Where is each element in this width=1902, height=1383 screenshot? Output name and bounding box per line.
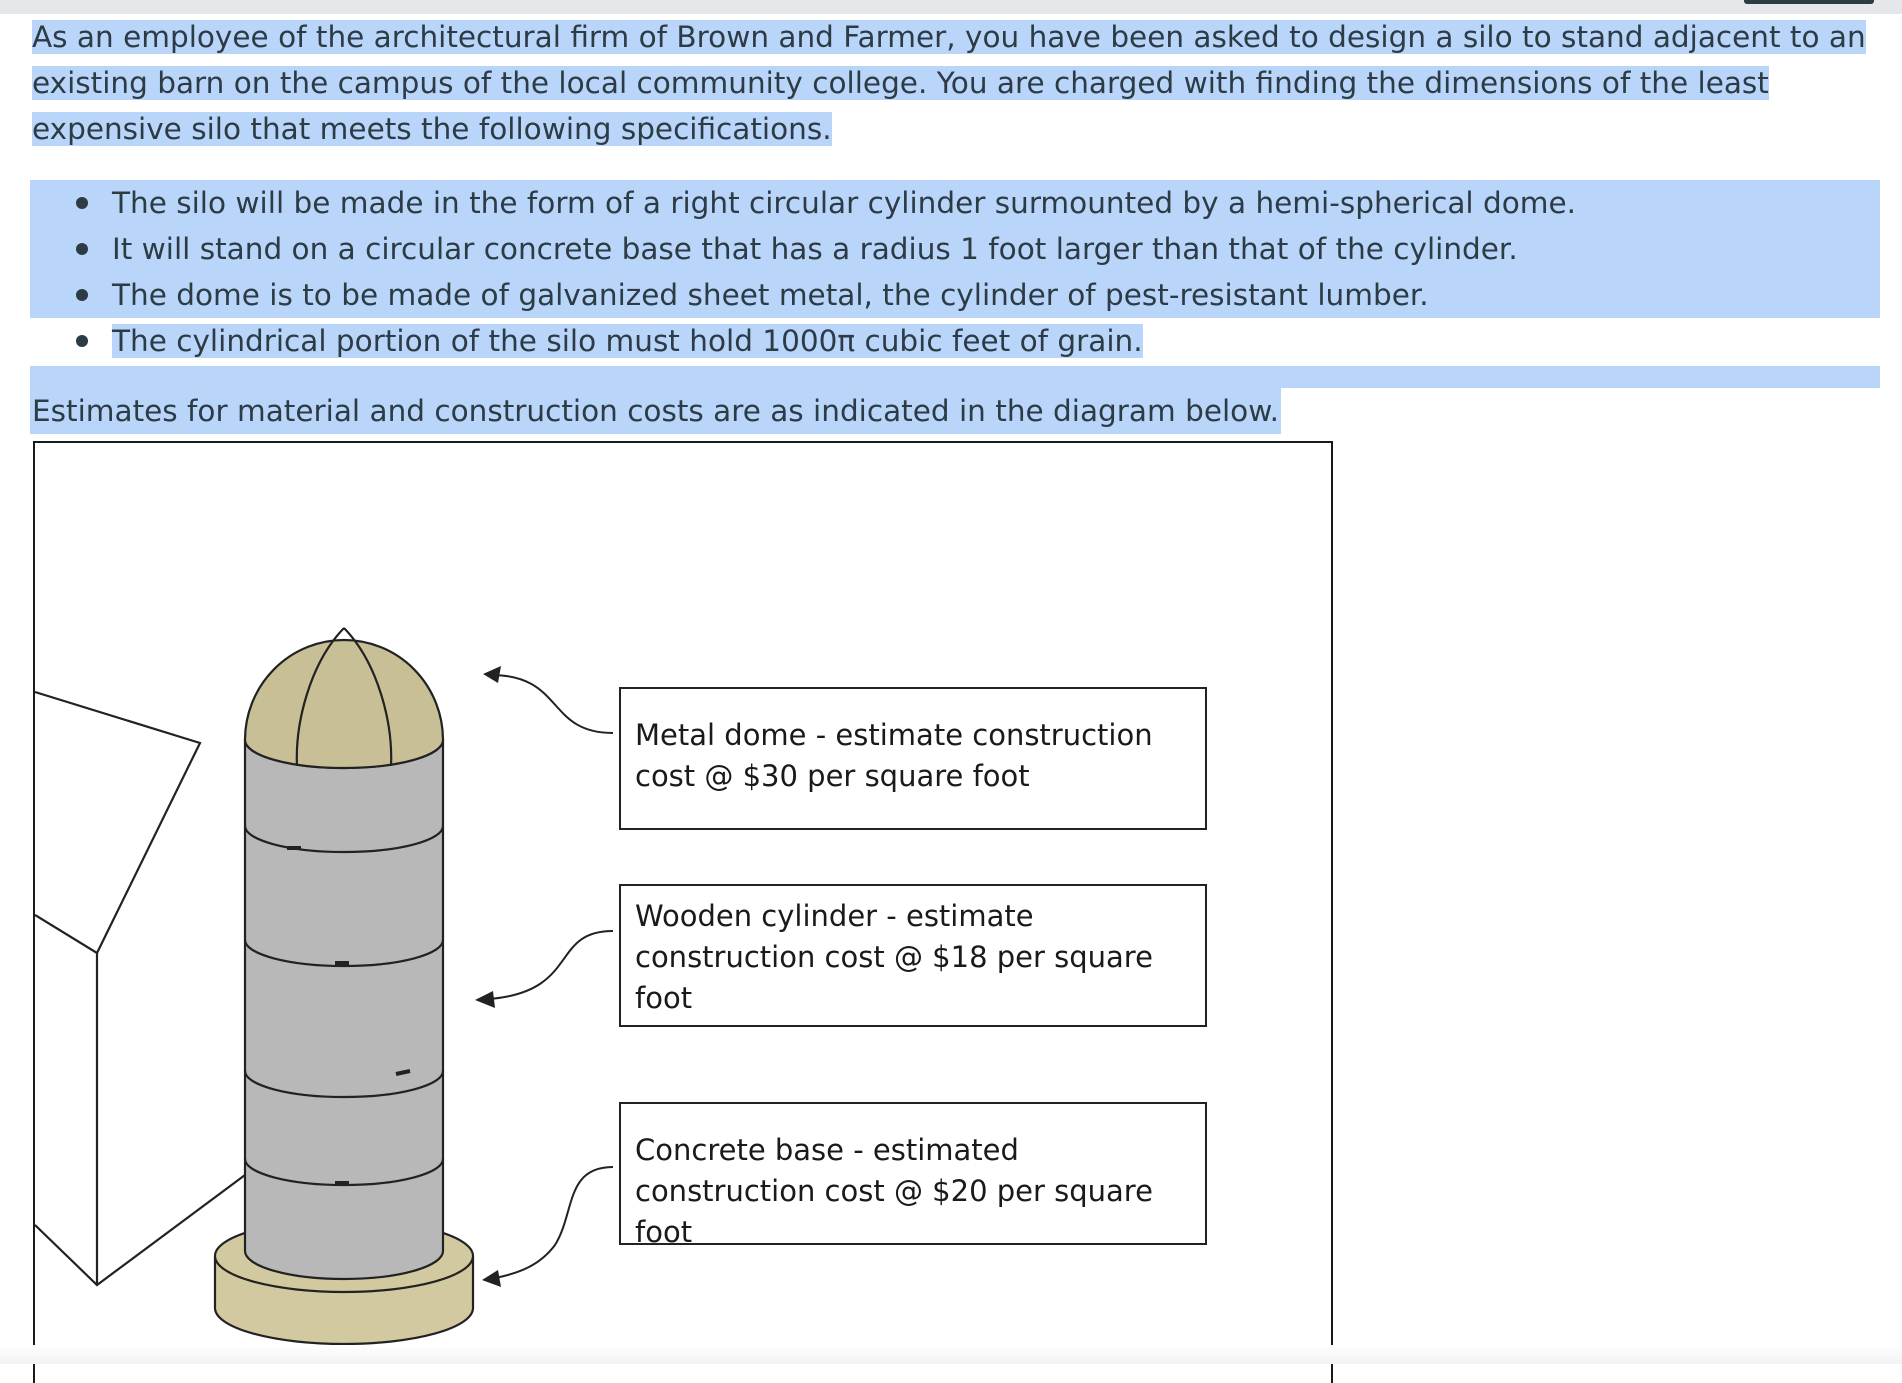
selection-gap: [30, 366, 1880, 388]
top-tab: [1744, 0, 1874, 4]
list-item-text: It will stand on a circular concrete bas…: [112, 232, 1518, 266]
base-cost-label: Concrete base - estimated construction c…: [619, 1102, 1207, 1249]
closing-paragraph: Estimates for material and construction …: [30, 388, 1282, 434]
list-item-text: The silo will be made in the form of a r…: [112, 186, 1577, 220]
wooden-cylinder: [243, 738, 445, 1281]
metal-dome: [243, 627, 445, 770]
barn-outline: [35, 690, 246, 1287]
cylinder-cost-text: Wooden cylinder - estimate construction …: [635, 899, 1153, 1015]
list-item: The silo will be made in the form of a r…: [30, 180, 1880, 226]
connector-arrows: [486, 673, 614, 1279]
dome-cost-text: Metal dome - estimate construction cost …: [635, 718, 1153, 793]
list-item: The dome is to be made of galvanized she…: [30, 272, 1880, 318]
bullet-icon: [76, 335, 88, 347]
bullet-icon: [76, 243, 88, 255]
list-item: It will stand on a circular concrete bas…: [30, 226, 1880, 272]
bullet-icon: [76, 289, 88, 301]
bottom-edge: [0, 1345, 1902, 1364]
cylinder-cost-label: Wooden cylinder - estimate construction …: [619, 884, 1207, 1027]
base-cost-text: Concrete base - estimated construction c…: [635, 1133, 1153, 1249]
top-bar: [0, 0, 1902, 14]
list-item-text: The dome is to be made of galvanized she…: [112, 278, 1429, 312]
dome-cost-label: Metal dome - estimate construction cost …: [619, 687, 1207, 830]
arrowheads: [475, 666, 501, 1287]
intro-paragraph: As an employee of the architectural firm…: [30, 14, 1884, 152]
specifications-list: The silo will be made in the form of a r…: [30, 180, 1880, 364]
silo-diagram: Metal dome - estimate construction cost …: [33, 441, 1333, 1383]
bullet-icon: [76, 197, 88, 209]
list-item-text: The cylindrical portion of the silo must…: [112, 324, 1143, 358]
list-item: The cylindrical portion of the silo must…: [30, 318, 1880, 364]
silo-illustration: [35, 627, 614, 1346]
intro-text: As an employee of the architectural firm…: [32, 20, 1866, 146]
